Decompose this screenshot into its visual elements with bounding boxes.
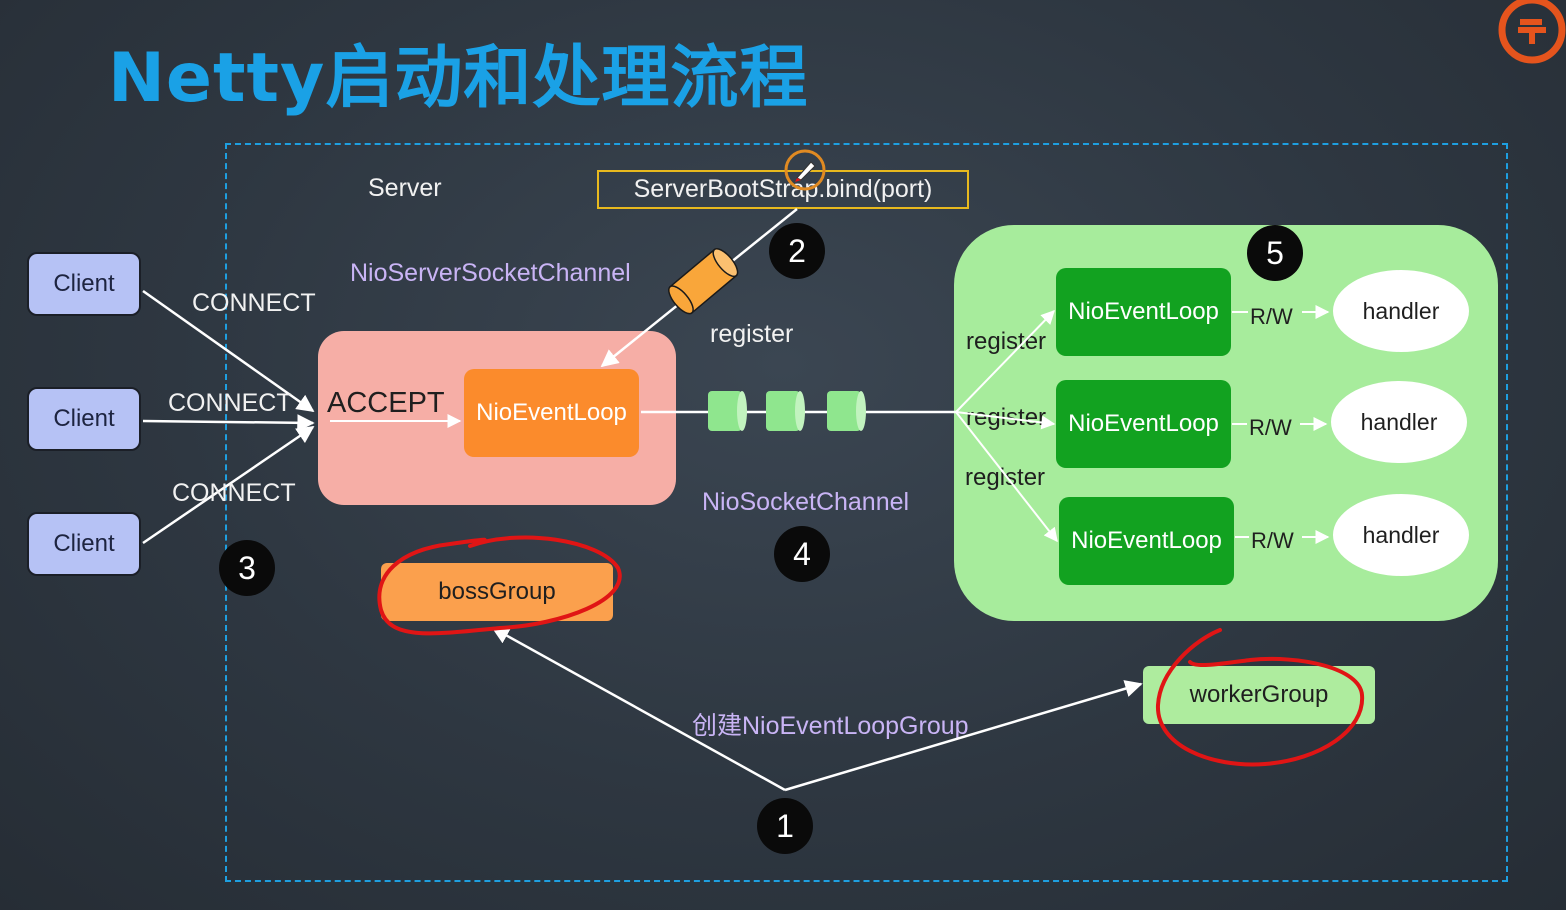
server-channel-cylinder-icon — [668, 248, 739, 315]
rw-label-2: R/W — [1249, 415, 1292, 440]
handler-node-2: handler — [1331, 381, 1467, 463]
step-badge-3: 3 — [219, 540, 275, 596]
client-node-3: Client — [27, 512, 141, 576]
handler-node-1: handler — [1333, 270, 1469, 352]
server-bootstrap-box: ServerBootStrap.bind(port) — [597, 170, 969, 209]
step-badge-4: 4 — [774, 526, 830, 582]
client-3-connect-arrow — [142, 425, 315, 545]
brand-logo-icon — [1498, 0, 1566, 64]
socket-channel-cylinder-1-icon — [708, 391, 747, 431]
worker-event-loop-2: NioEventLoop — [1056, 380, 1231, 468]
worker-event-loop-3: NioEventLoop — [1059, 497, 1234, 585]
connect-label-1: CONNECT — [192, 289, 316, 317]
accept-label: ACCEPT — [327, 387, 445, 419]
client-node-2: Client — [27, 387, 141, 451]
client-2-connect-arrow — [142, 414, 315, 432]
create-worker-arrow — [784, 680, 1143, 792]
worker-group-highlight-circle — [1155, 628, 1365, 767]
boss-group-box: bossGroup — [381, 563, 613, 621]
socket-channel-cylinder-3-icon — [827, 391, 866, 431]
pen-cursor-icon — [784, 149, 826, 191]
rw-label-1: R/W — [1250, 304, 1293, 329]
step-badge-1: 1 — [757, 798, 813, 854]
connect-label-3: CONNECT — [172, 479, 296, 507]
create-boss-arrow — [491, 626, 786, 792]
create-group-label: 创建NioEventLoopGroup — [692, 712, 969, 740]
server-socket-channel-label: NioServerSocketChannel — [350, 259, 631, 287]
page-title: Netty启动和处理流程 — [108, 39, 809, 118]
client-node-1: Client — [27, 252, 141, 316]
register-arrow-1 — [955, 309, 1055, 413]
register-label-top: register — [710, 320, 794, 348]
socket-channel-label: NioSocketChannel — [702, 488, 910, 516]
worker-event-loop-1: NioEventLoop — [1056, 268, 1231, 356]
client-1-connect-arrow — [142, 289, 315, 413]
boss-event-loop: NioEventLoop — [464, 369, 639, 457]
worker-register-label-3: register — [965, 464, 1046, 491]
server-label: Server — [368, 174, 442, 202]
step-badge-2: 2 — [769, 223, 825, 279]
rw-label-3: R/W — [1251, 528, 1294, 553]
register-arrow-2 — [955, 411, 1056, 430]
step-badge-5: 5 — [1247, 225, 1303, 281]
connect-label-2: CONNECT — [168, 389, 292, 417]
register-arrow-3 — [955, 411, 1058, 543]
boss-group-highlight-circle — [377, 535, 622, 636]
socket-channel-cylinder-2-icon — [766, 391, 805, 431]
worker-group-box: workerGroup — [1143, 666, 1375, 724]
server-boundary — [225, 143, 1508, 882]
handler-node-3: handler — [1333, 494, 1469, 576]
